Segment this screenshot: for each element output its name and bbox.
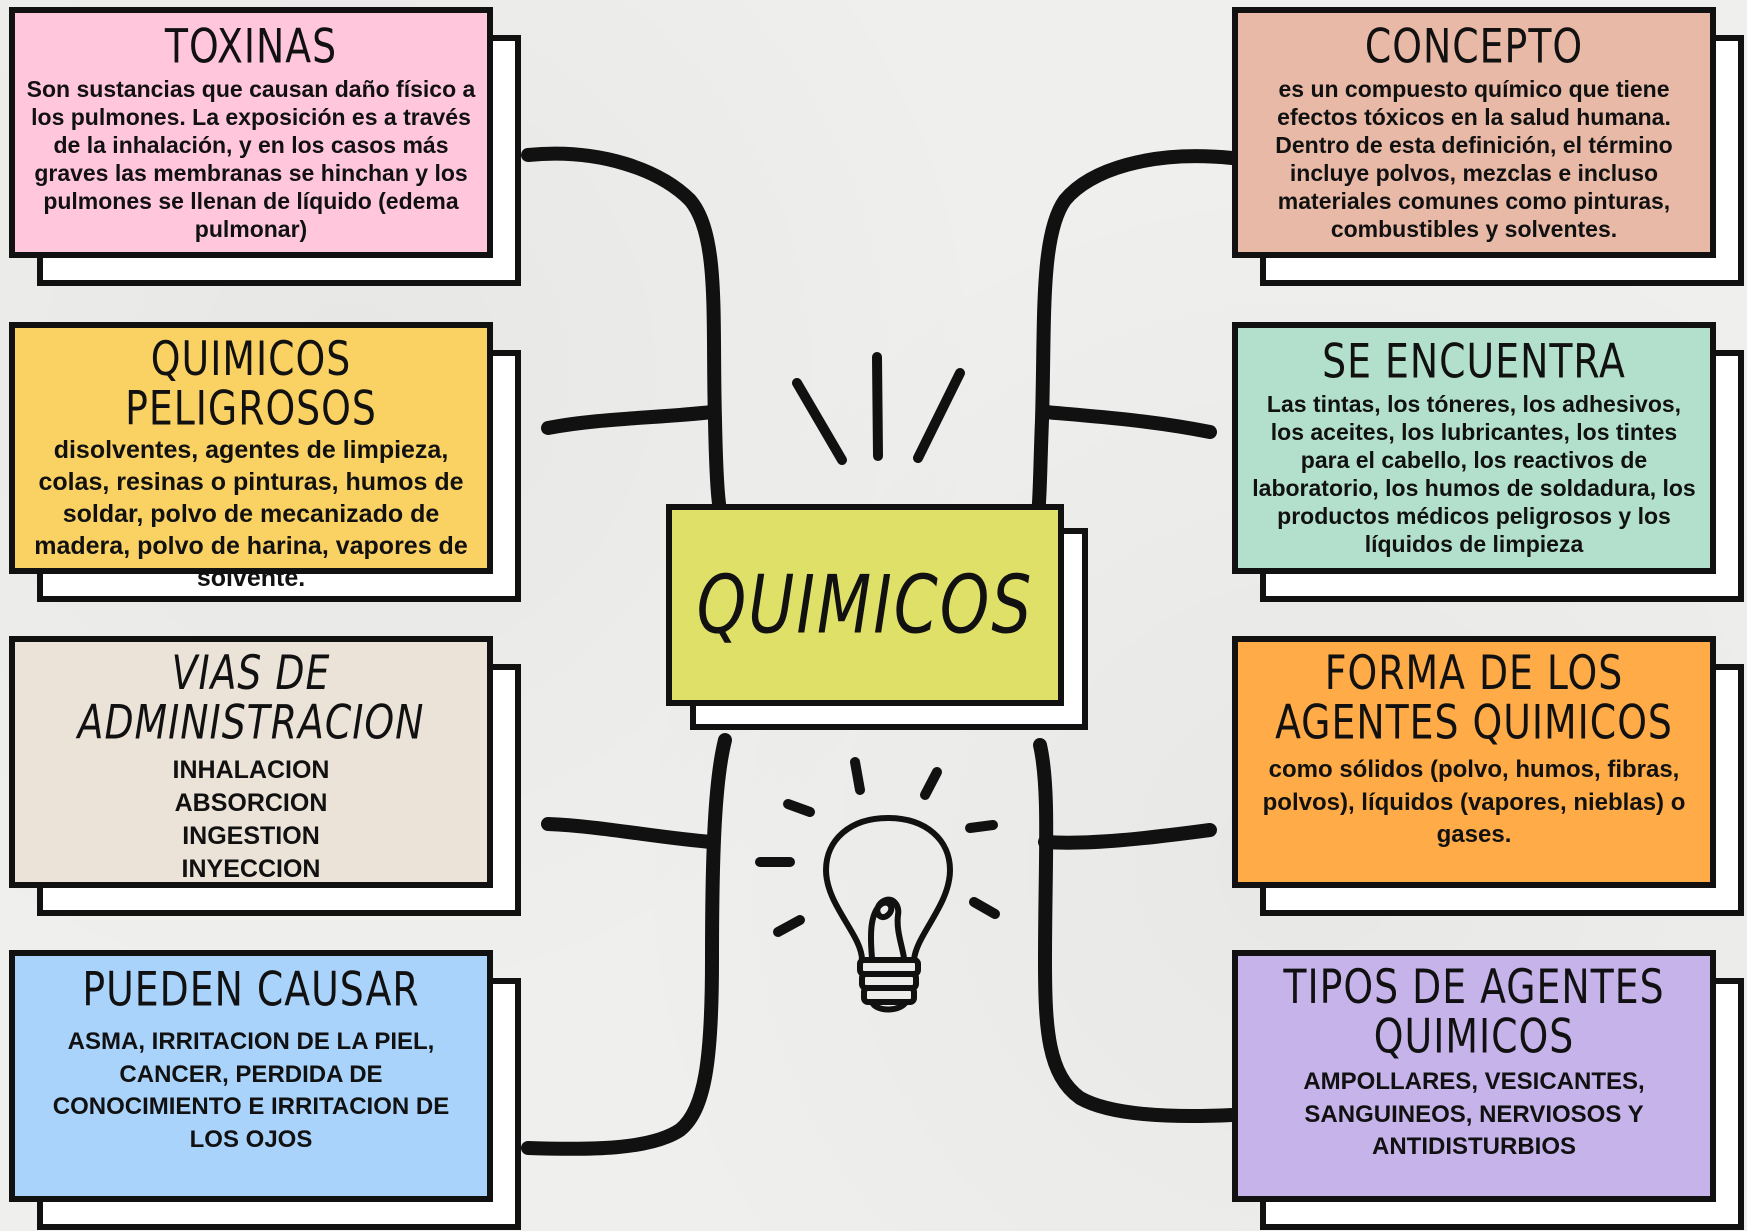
card-concepto-face: CONCEPTO es un compuesto químico que tie… [1232, 7, 1716, 258]
card-tipos-body: AMPOLLARES, VESICANTES, SANGUINEOS, NERV… [1303, 1068, 1645, 1161]
card-tipos-title: TIPOS DE AGENTES QUIMICOS [1283, 959, 1665, 1064]
list-item: INYECCION [181, 855, 321, 884]
connector-left-mid [541, 405, 719, 435]
card-forma-body: como sólidos (polvo, humos, fibras, polv… [1262, 756, 1686, 848]
connector-left-upper [521, 146, 727, 517]
list-item: INHALACION [172, 756, 330, 785]
card-tipos-de-agentes: TIPOS DE AGENTES QUIMICOS AMPOLLARES, VE… [1232, 950, 1744, 1230]
central-topic: QUIMICOS [666, 504, 1088, 730]
card-quimicos-peligrosos: QUIMICOS PELIGROSOS disolventes, agentes… [9, 322, 521, 602]
card-toxinas-face: TOXINAS Son sustancias que causan daño f… [9, 7, 493, 258]
card-forma-title: FORMA DE LOS AGENTES QUIMICOS [1275, 645, 1673, 750]
list-item: INGESTION [182, 822, 320, 851]
card-pueden-causar-title: PUEDEN CAUSAR [82, 961, 420, 1017]
card-pueden-causar: PUEDEN CAUSAR ASMA, IRRITACION DE LA PIE… [9, 950, 521, 1230]
connector-right-lower [1033, 738, 1239, 1124]
card-concepto-body: es un compuesto químico que tiene efecto… [1275, 76, 1673, 243]
card-se-encuentra: SE ENCUENTRA Las tintas, los tóneres, lo… [1232, 322, 1744, 602]
connector-right-upper [1031, 149, 1239, 522]
card-pueden-causar-face: PUEDEN CAUSAR ASMA, IRRITACION DE LA PIE… [9, 950, 493, 1202]
card-toxinas: TOXINAS Son sustancias que causan daño f… [9, 7, 521, 286]
card-tipos-face: TIPOS DE AGENTES QUIMICOS AMPOLLARES, VE… [1232, 950, 1716, 1202]
card-forma-face: FORMA DE LOS AGENTES QUIMICOS como sólid… [1232, 636, 1716, 888]
card-quimicos-peligrosos-face: QUIMICOS PELIGROSOS disolventes, agentes… [9, 322, 493, 592]
card-forma-de-los-agentes: FORMA DE LOS AGENTES QUIMICOS como sólid… [1232, 636, 1744, 916]
card-toxinas-body: Son sustancias que causan daño físico a … [26, 76, 476, 243]
card-se-encuentra-body: Las tintas, los tóneres, los adhesivos, … [1252, 391, 1696, 558]
card-vias-title: VIAS DE ADMINISTRACION [77, 645, 425, 750]
connector-left-lower [521, 733, 732, 1156]
card-quimicos-peligrosos-body: disolventes, agentes de limpieza, colas,… [34, 436, 468, 593]
card-vias-face: VIAS DE ADMINISTRACION INHALACION ABSORC… [9, 636, 493, 888]
connector-right-mid [1038, 405, 1217, 439]
card-vias-list: INHALACION ABSORCION INGESTION INYECCION [173, 754, 330, 886]
card-vias-de-administracion: VIAS DE ADMINISTRACION INHALACION ABSORC… [9, 636, 521, 916]
card-toxinas-title: TOXINAS [164, 18, 338, 74]
central-topic-face: QUIMICOS [666, 504, 1064, 706]
card-concepto-title: CONCEPTO [1364, 18, 1584, 74]
central-topic-title: QUIMICOS [696, 557, 1034, 653]
list-item: ABSORCION [174, 789, 328, 818]
card-pueden-causar-body: ASMA, IRRITACION DE LA PIEL, CANCER, PER… [52, 1028, 450, 1153]
connector-left-mid2 [541, 817, 719, 849]
card-se-encuentra-face: SE ENCUENTRA Las tintas, los tóneres, lo… [1232, 322, 1716, 574]
card-concepto: CONCEPTO es un compuesto químico que tie… [1232, 7, 1744, 286]
rays-icon [792, 352, 965, 465]
card-quimicos-peligrosos-title: QUIMICOS PELIGROSOS [125, 331, 377, 436]
lightbulb-icon [755, 757, 1000, 1013]
card-se-encuentra-title: SE ENCUENTRA [1322, 333, 1626, 389]
connector-right-mid2 [1038, 823, 1217, 850]
